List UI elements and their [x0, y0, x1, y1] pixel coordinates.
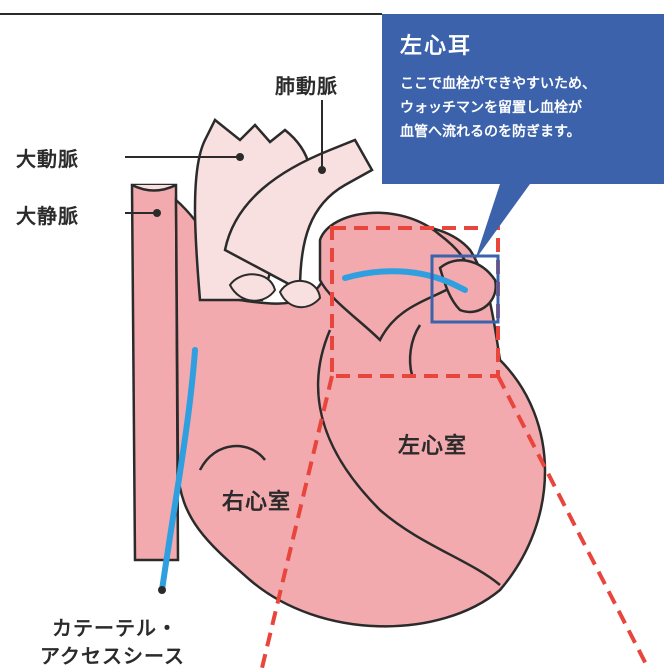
callout-text-line: ここで血栓ができやすいため、	[400, 72, 652, 96]
pulmonary-leader-dot	[318, 166, 326, 174]
callout-title: 左心耳	[400, 28, 652, 60]
callout-pointer	[475, 184, 530, 260]
left-ventricle-label: 左心室	[398, 428, 467, 460]
vena-cava-label: 大静脈	[16, 200, 79, 229]
catheter-label-line2: アクセスシース	[40, 640, 185, 669]
aorta-label: 大動脈	[16, 143, 79, 172]
left-atrial-appendage-callout: 左心耳 ここで血栓ができやすいため、 ウォッチマンを留置し血栓が 血管へ流れるの…	[382, 14, 664, 184]
vena-cava	[132, 185, 178, 560]
catheter-leader-dot	[158, 586, 166, 594]
callout-text-line: 血管へ流れるのを防ぎます。	[400, 120, 652, 144]
catheter-label-line1: カテーテル・	[52, 612, 178, 641]
aorta-leader-dot	[236, 153, 244, 161]
right-ventricle-label: 右心室	[222, 484, 291, 516]
callout-text-line: ウォッチマンを留置し血栓が	[400, 96, 652, 120]
vena-cava-leader-dot	[153, 209, 161, 217]
pulmonary-artery-label: 肺動脈	[275, 70, 338, 99]
